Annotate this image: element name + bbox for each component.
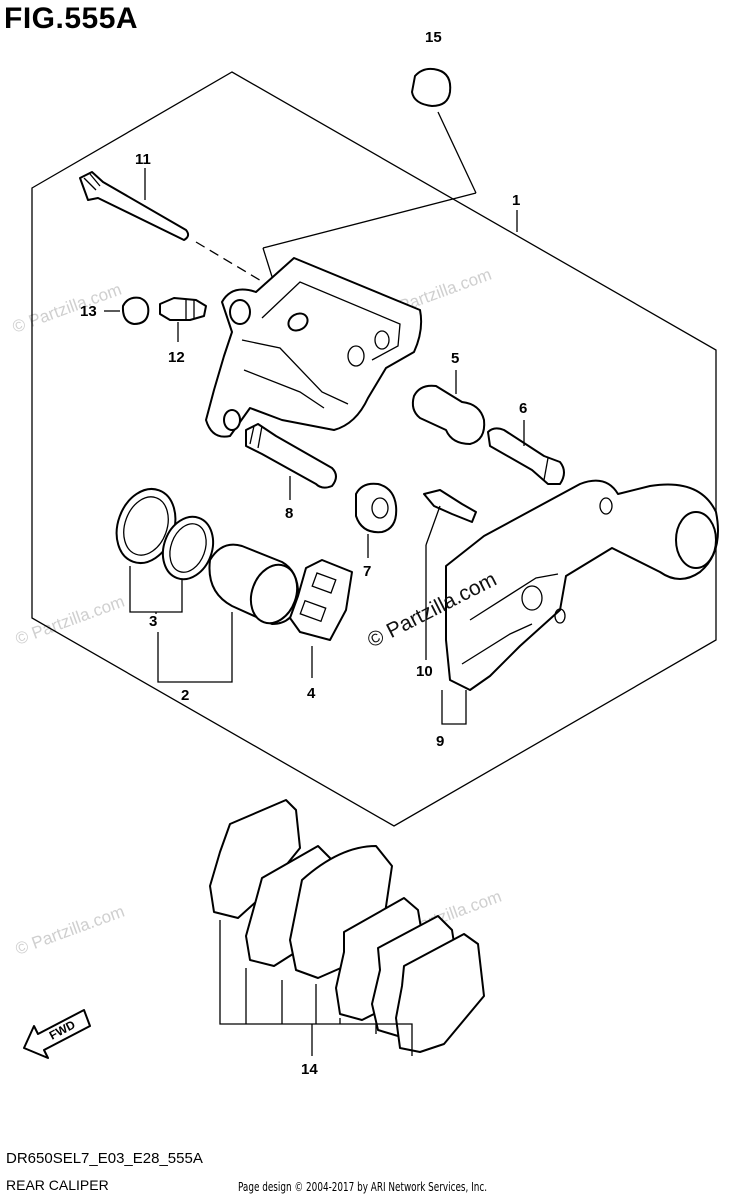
callout-6: 6 xyxy=(519,400,527,417)
part-4-shim xyxy=(289,559,353,678)
part-8-slide-pin xyxy=(245,423,337,500)
callout-11: 11 xyxy=(135,151,151,168)
callout-3: 3 xyxy=(149,613,157,630)
caliper-body xyxy=(205,257,423,438)
callout-14: 14 xyxy=(301,1061,318,1078)
callout-labels: 15 11 1 13 12 5 6 8 7 3 10 4 2 9 14 xyxy=(80,29,527,1078)
callout-1: 1 xyxy=(512,192,520,209)
watermark-text: © Partzilla.com xyxy=(13,902,127,959)
callout-2: 2 xyxy=(181,687,189,704)
assembly-outline xyxy=(31,71,717,827)
callout-4: 4 xyxy=(307,685,316,702)
callout-12: 12 xyxy=(168,349,185,366)
part-12-bleeder xyxy=(159,297,207,342)
watermark-text: © Partzilla.com xyxy=(10,280,124,337)
diagram-caption: REAR CALIPER xyxy=(6,1177,109,1193)
part-10-spring xyxy=(423,489,477,660)
part-3-seals xyxy=(115,488,215,614)
callout-7: 7 xyxy=(363,563,371,580)
figure-title: FIG.555A xyxy=(4,2,139,35)
page-design-credit: Page design © 2004-2017 by ARI Network S… xyxy=(238,1180,488,1194)
callout-9: 9 xyxy=(436,733,444,750)
part-7-boot xyxy=(355,482,398,558)
part-13-cap xyxy=(104,296,150,325)
callout-15: 15 xyxy=(425,29,442,46)
part-11-pin xyxy=(79,168,269,286)
callout-5: 5 xyxy=(451,350,459,367)
fwd-arrow-icon: FWD xyxy=(23,1009,91,1059)
diagram-code: DR650SEL7_E03_E28_555A xyxy=(6,1150,203,1167)
callout-8: 8 xyxy=(285,505,293,522)
part-5-boot xyxy=(411,370,486,445)
part-14-brake-pads xyxy=(209,799,485,1056)
part-9-bracket xyxy=(441,479,719,725)
part-6-pin xyxy=(487,420,565,485)
callout-10: 10 xyxy=(416,663,433,680)
callout-13: 13 xyxy=(80,303,97,320)
